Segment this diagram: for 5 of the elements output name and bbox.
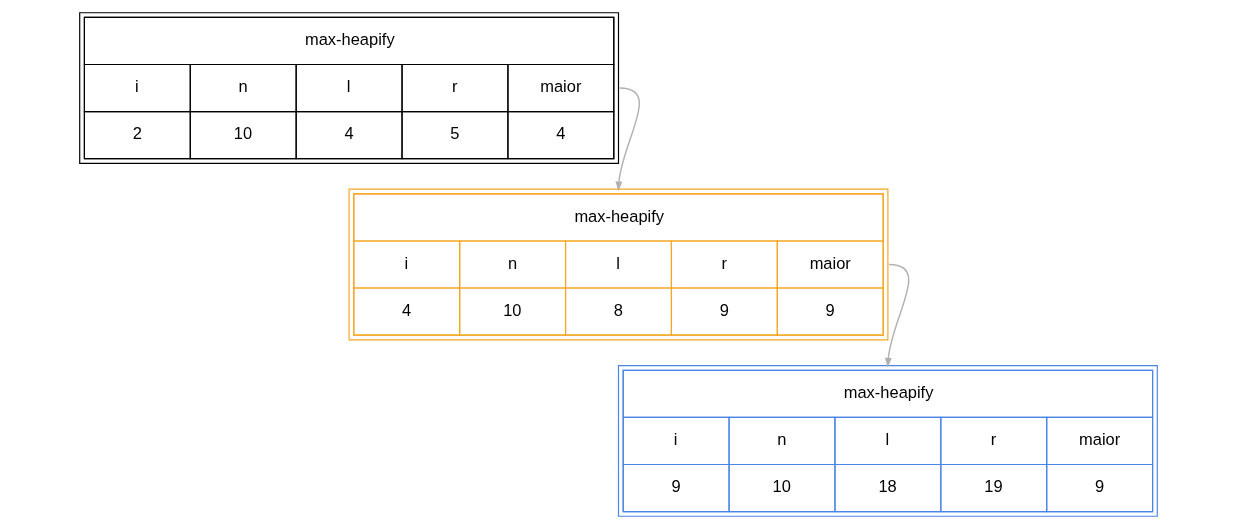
node-box: max-heapify i n l r maior 2 10 4 5 4 [79,12,620,164]
node-box: max-heapify i n l r maior 9 10 18 19 9 [617,365,1158,517]
arrow [615,87,641,192]
arrow [884,263,910,368]
node-box: max-heapify i n l r maior 4 10 8 9 9 [348,188,889,341]
